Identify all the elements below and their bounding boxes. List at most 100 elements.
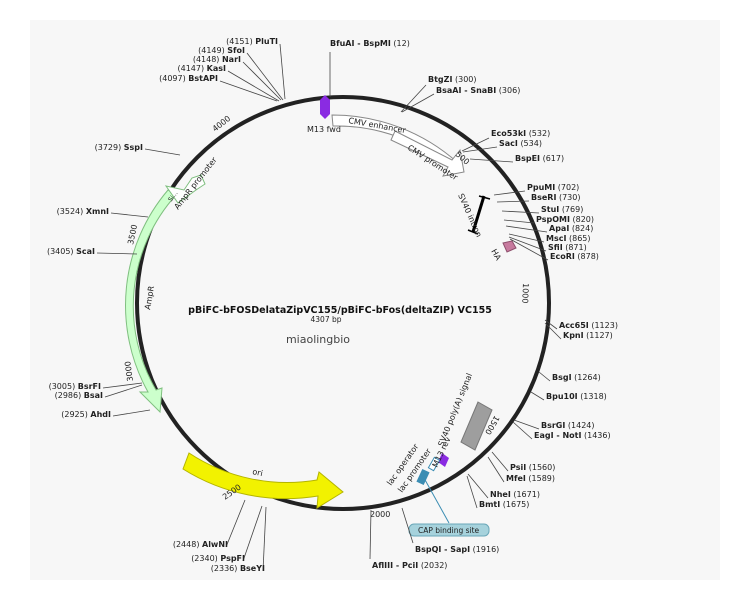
site-leader-line: [530, 391, 545, 401]
site-position: (4149): [198, 46, 225, 55]
site-position: (532): [529, 129, 551, 138]
site-leader-line: [508, 236, 547, 252]
site-leader-line: [144, 148, 181, 156]
restriction-site: EcoRI (878): [509, 238, 599, 261]
site-name: MscI: [546, 234, 566, 243]
site-position: (306): [499, 86, 521, 95]
site-label: EcoRI (878): [550, 252, 599, 261]
restriction-site: (2336) BseYI: [211, 506, 267, 573]
restriction-site: Eco53kI (532): [461, 129, 550, 152]
site-position: (1264): [574, 373, 601, 382]
restriction-site: BfuAI - BspMI (12): [329, 39, 410, 97]
tick-label: 1000: [520, 283, 530, 304]
site-label: BspEI (617): [515, 154, 564, 163]
site-name: BsgI: [552, 373, 572, 382]
site-name: SfiI: [548, 243, 563, 252]
restriction-site: BtgZI (300): [400, 75, 477, 113]
restriction-sites: BfuAI - BspMI (12)BtgZI (300)BsaAI - Sna…: [47, 37, 618, 573]
site-leader-line: [279, 43, 286, 100]
site-name: MfeI: [506, 474, 526, 483]
site-label: BsrGI (1424): [541, 421, 595, 430]
ha-feature: [502, 240, 517, 253]
restriction-site: (2925) AhdI: [61, 409, 151, 419]
restriction-site: BspEI (617): [469, 154, 564, 163]
site-leader-line: [503, 219, 535, 224]
site-name: XmnI: [86, 207, 109, 216]
site-leader-line: [400, 84, 427, 113]
site-label: (3524) XmnI: [57, 207, 109, 216]
site-leader-line: [401, 93, 435, 113]
site-label: MscI (865): [546, 234, 591, 243]
site-name: SfoI: [227, 46, 245, 55]
site-position: (534): [520, 139, 542, 148]
site-leader-line: [104, 384, 143, 398]
plasmid-name: pBiFC-bFOSDelataZipVC155/pBiFC-bFos(delt…: [188, 305, 492, 316]
site-label: PspOMI (820): [536, 215, 594, 224]
site-leader-line: [242, 505, 263, 562]
ori-feature: [182, 452, 344, 509]
site-leader-line: [461, 137, 490, 152]
site-label: BmtI (1675): [479, 500, 529, 509]
restriction-site: (2986) BsaI: [55, 384, 143, 400]
site-label: MfeI (1589): [506, 474, 555, 483]
site-position: (12): [393, 39, 409, 48]
restriction-site: (2340) PspFI: [191, 505, 263, 563]
site-name: AhdI: [90, 410, 111, 419]
ori-label: ori: [252, 467, 264, 478]
site-name: ApaI: [549, 224, 569, 233]
site-label: EagI - NotI (1436): [534, 431, 611, 440]
site-label: ApaI (824): [549, 224, 593, 233]
site-label: Eco53kI (532): [491, 129, 550, 138]
site-name: PluTI: [255, 37, 278, 46]
site-label: NheI (1671): [490, 490, 540, 499]
site-name: SacI: [499, 139, 518, 148]
site-position: (1560): [529, 463, 556, 472]
site-name: AlwNI: [202, 540, 228, 549]
lac-promoter-feature: [416, 468, 430, 486]
site-name: PspFI: [220, 554, 245, 563]
site-label: BsaAI - SnaBI (306): [436, 86, 520, 95]
site-leader-line: [505, 225, 548, 233]
site-label: (4149) SfoI: [198, 46, 245, 55]
site-position: (1675): [503, 500, 530, 509]
site-leader-line: [96, 252, 138, 255]
site-name: BmtI: [479, 500, 500, 509]
site-label: PsiI (1560): [510, 463, 555, 472]
site-label: BseRI (730): [531, 193, 580, 202]
site-leader-line: [227, 70, 280, 102]
site-label: BspQI - SapI (1916): [415, 545, 499, 554]
site-position: (1436): [584, 431, 611, 440]
m13-fwd-label: M13 fwd: [307, 125, 341, 134]
site-leader-line: [544, 322, 562, 340]
site-leader-line: [262, 506, 267, 572]
site-leader-line: [544, 319, 558, 330]
site-position: (3005): [49, 382, 76, 391]
site-label: (2925) AhdI: [61, 410, 111, 419]
site-position: (1318): [580, 392, 607, 401]
site-leader-line: [225, 499, 246, 548]
site-name: BsaI: [84, 391, 103, 400]
site-label: (4097) BstAPI: [159, 74, 218, 83]
site-position: (878): [577, 252, 599, 261]
site-position: (2336): [211, 564, 238, 573]
site-leader-line: [110, 212, 149, 218]
site-position: (820): [573, 215, 595, 224]
site-position: (4147): [178, 64, 205, 73]
lac-operator-feature: [427, 456, 441, 472]
restriction-site: (3729) SspI: [95, 143, 181, 156]
site-label: StuI (769): [541, 205, 583, 214]
restriction-site: (4147) KasI: [178, 64, 280, 102]
site-name: StuI: [541, 205, 559, 214]
site-label: SacI (534): [499, 139, 542, 148]
restriction-site: StuI (769): [501, 205, 583, 214]
site-leader-line: [462, 146, 498, 153]
restriction-site: Bpu10I (1318): [530, 391, 607, 401]
site-position: (3729): [95, 143, 122, 152]
site-label: Acc65I (1123): [559, 321, 618, 330]
site-label: (3005) BsrFI: [49, 382, 101, 391]
site-label: (4147) KasI: [178, 64, 227, 73]
site-position: (871): [565, 243, 587, 252]
site-name: BsrFI: [78, 382, 101, 391]
plasmid-size: 4307 bp: [311, 315, 342, 324]
